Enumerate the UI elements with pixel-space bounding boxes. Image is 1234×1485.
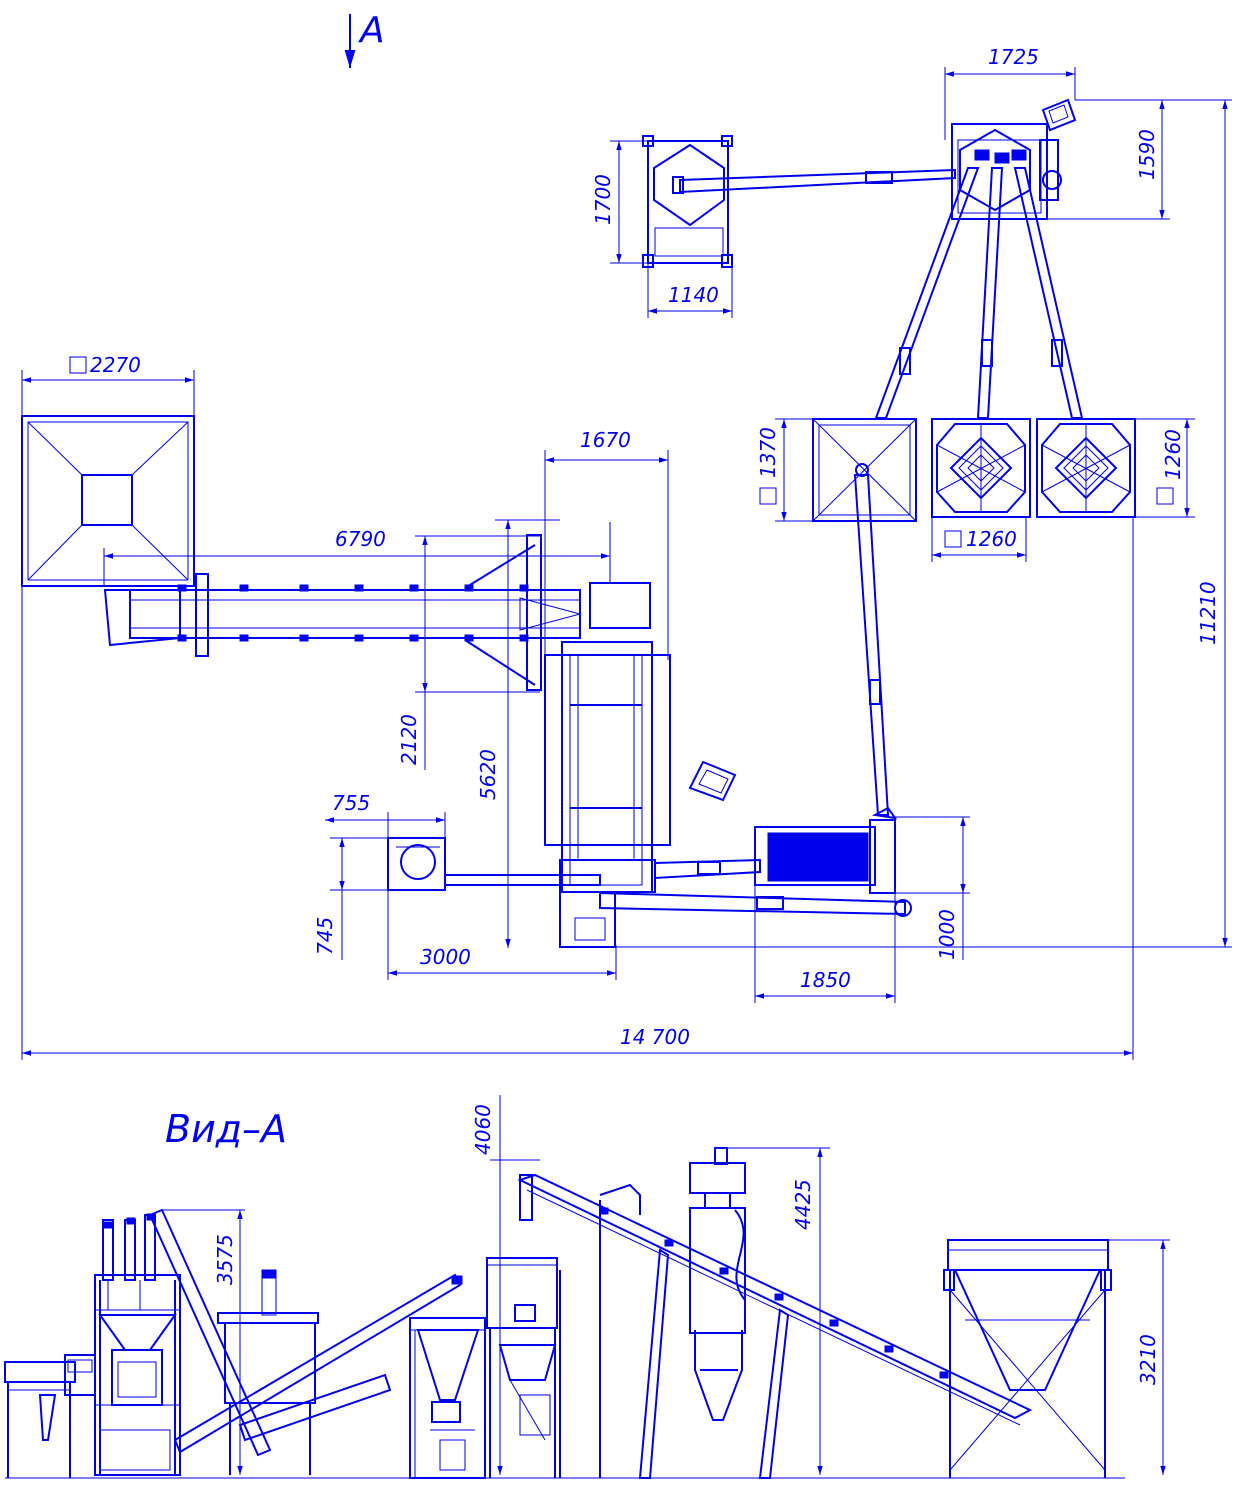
dim-1700-label: 1700	[591, 174, 615, 225]
plan-view: A 2270	[21, 10, 1232, 1060]
dim-1725-label: 1725	[988, 45, 1039, 69]
dim-3210: 3210	[1108, 1239, 1170, 1475]
inclined-screw-left	[148, 1208, 463, 1457]
dim-1850: 1850	[754, 885, 896, 1003]
dosing-hopper-octagon-2	[1036, 418, 1136, 518]
dim-2120: 2120	[397, 535, 540, 770]
dim-1590-label: 1590	[1135, 129, 1159, 180]
dim-3210-label: 3210	[1136, 1334, 1160, 1385]
dim-1590: 1590	[1047, 99, 1170, 220]
dim-1260-height-label: 1260	[1161, 429, 1185, 480]
dim-2270: 2270	[21, 353, 195, 416]
dim-14700-label: 14 700	[620, 1025, 690, 1049]
cyclone-elevation	[689, 1147, 746, 1421]
storage-bin-small	[642, 135, 733, 268]
dim-1370: 1370	[756, 418, 813, 522]
dim-2270-label: 2270	[90, 353, 141, 377]
dim-5620: 5620	[476, 519, 560, 948]
dim-755: 755	[325, 791, 446, 838]
dim-14700: 14 700	[21, 517, 1134, 1060]
screw-conveyor-feed	[853, 463, 890, 816]
dim-1260-width: 1260	[931, 517, 1027, 562]
dim-1260-height: 1260	[1135, 418, 1195, 518]
belt-conveyor-plan	[103, 534, 651, 691]
elevation-title: Вид–А	[165, 1107, 287, 1151]
dim-4425: 4425	[727, 1147, 830, 1475]
cyclone-frame-elevation	[409, 1317, 486, 1479]
dim-1670: 1670	[544, 428, 669, 840]
storage-bin-top	[951, 98, 1077, 220]
dim-3000-label: 3000	[420, 945, 471, 969]
dim-6790-label: 6790	[335, 527, 386, 551]
dim-745-label: 745	[313, 917, 337, 955]
mixer-plan	[754, 806, 898, 894]
dim-6790: 6790	[103, 522, 611, 585]
dim-1140: 1140	[647, 263, 733, 318]
view-marker-label: A	[358, 10, 385, 51]
control-box-plan	[688, 760, 737, 802]
dim-4060: 4060	[471, 1095, 540, 1475]
screw-conveyors-upper	[874, 167, 1084, 419]
dryer-tower-plan	[544, 641, 671, 948]
dim-4060-label: 4060	[471, 1104, 495, 1155]
inclined-conveyor-right	[517, 1173, 1033, 1479]
screw-conveyor-top	[672, 168, 956, 194]
dim-1700: 1700	[591, 140, 648, 264]
drier-tower-elevation	[486, 1183, 641, 1478]
mixer-tank-elevation	[217, 1269, 392, 1475]
fan-unit-plan	[387, 837, 601, 891]
dim-1260-width-label: 1260	[966, 527, 1017, 551]
dim-1850-label: 1850	[800, 968, 851, 992]
dim-2120-label: 2120	[397, 714, 421, 765]
dosing-hopper-1370	[812, 418, 917, 522]
dim-755-label: 755	[332, 791, 370, 815]
elevation-view: Вид–А	[4, 1095, 1170, 1479]
dim-1000: 1000	[895, 816, 970, 960]
dim-5620-label: 5620	[476, 749, 500, 800]
view-arrow-a: A	[344, 10, 385, 68]
dim-4425-label: 4425	[791, 1179, 815, 1230]
dosing-hopper-octagon-1	[931, 418, 1031, 518]
receiving-hopper-large	[21, 415, 195, 587]
dim-1140-label: 1140	[668, 283, 719, 307]
dim-1000-label: 1000	[935, 909, 959, 960]
dim-745: 745	[313, 837, 388, 960]
receiving-hopper-elevation	[943, 1239, 1112, 1478]
dim-1670-label: 1670	[580, 428, 631, 452]
dim-1370-label: 1370	[756, 427, 780, 478]
dim-3000: 3000	[387, 890, 617, 980]
platform-left	[4, 1354, 96, 1478]
dim-3575: 3575	[160, 1209, 245, 1475]
dim-11210-label: 11210	[1196, 581, 1220, 645]
dim-11210: 11210	[616, 99, 1232, 948]
dim-1725: 1725	[944, 45, 1076, 140]
dim-3575-label: 3575	[213, 1234, 237, 1285]
